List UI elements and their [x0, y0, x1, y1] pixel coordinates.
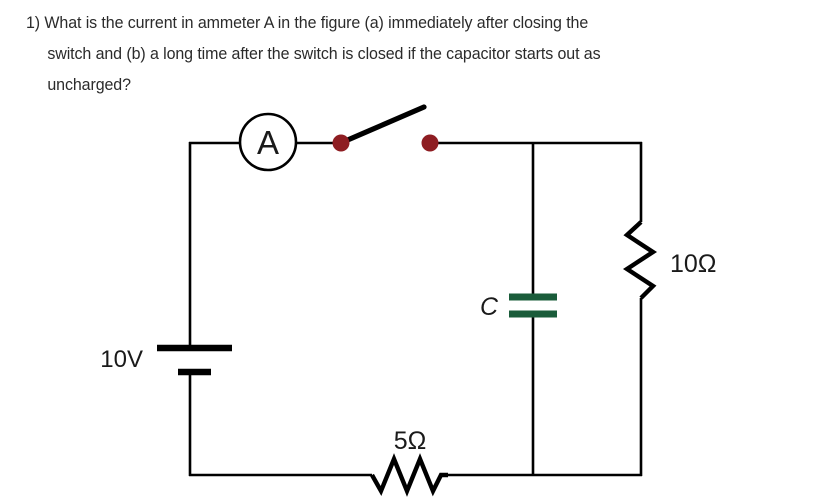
resistor-5-ohm-label: 5Ω	[394, 427, 427, 455]
question-line-3: uncharged?	[47, 76, 131, 94]
resistor-10-ohm-zigzag	[622, 220, 658, 300]
ammeter-label: A	[257, 124, 279, 161]
circuit-wires	[188, 141, 643, 477]
switch-lever[interactable]	[340, 104, 427, 145]
ammeter-circle	[238, 112, 298, 172]
question-text: 1) What is the current in ammeter A in t…	[26, 8, 816, 101]
resistor-10-ohm-label: 10Ω	[670, 250, 717, 278]
switch-terminal-left-icon[interactable]	[332, 134, 350, 152]
resistor-10-ohm: 10Ω	[622, 220, 717, 300]
ammeter: A	[238, 112, 298, 172]
switch-terminal-right-icon[interactable]	[421, 134, 439, 152]
battery-label: 10V	[100, 346, 143, 373]
question-line-1: 1) What is the current in ammeter A in t…	[26, 14, 589, 32]
battery: 10V	[100, 344, 232, 376]
capacitor: C	[480, 293, 557, 321]
question-line-2: switch and (b) a long time after the swi…	[47, 45, 601, 63]
resistor-5-ohm-zigzag	[370, 453, 448, 497]
capacitor-label: C	[480, 293, 499, 321]
switch[interactable]	[332, 104, 439, 152]
resistor-5-ohm: 5Ω	[370, 427, 448, 497]
